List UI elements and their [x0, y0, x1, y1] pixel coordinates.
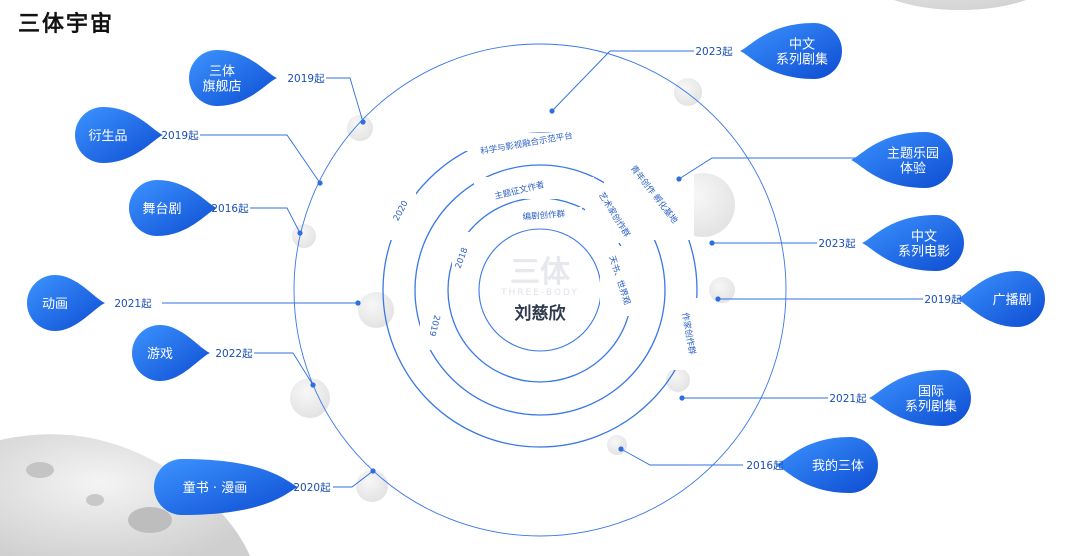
branch-label: 我的三体 — [812, 458, 864, 474]
branch-year: 2019起 — [161, 130, 199, 142]
ring-text-gaps — [386, 133, 702, 370]
center-name: 刘慈欣 — [515, 303, 567, 324]
teardrop-node — [189, 50, 277, 106]
teardrop-node — [740, 23, 842, 79]
branch-year: 2016起 — [211, 203, 249, 215]
page-title: 三体宇宙 — [18, 12, 115, 37]
connector-dot — [310, 382, 316, 388]
connector-dot — [297, 230, 303, 236]
branch-label: 游戏 — [147, 347, 173, 362]
branch-year: 2023起 — [695, 46, 733, 58]
connector-dot — [360, 119, 366, 125]
branch-year: 2021起 — [114, 298, 152, 310]
branch-label: 三体 — [209, 65, 235, 80]
connector-line — [326, 77, 364, 123]
moon-top-right — [893, 0, 1027, 10]
connector-dot — [618, 446, 624, 452]
branch-label: 国际 — [918, 385, 944, 400]
connector-dot — [355, 300, 361, 306]
branch-label: 旗舰店 — [202, 79, 241, 95]
connector-line — [678, 157, 858, 180]
branch-year: 2021起 — [829, 393, 867, 405]
connector-line — [254, 352, 314, 386]
branch-year: 2020起 — [293, 482, 331, 494]
branch-label: 中文 — [911, 230, 937, 245]
ring-label-inner-top: 编剧创作群 — [522, 209, 566, 223]
branch-year: 2023起 — [818, 238, 856, 250]
connector-dot — [549, 108, 555, 114]
branch-childrens-book-comics: 童书 · 漫画 2020起 — [154, 459, 376, 515]
connector-dot — [676, 176, 682, 182]
teardrop-node — [862, 215, 964, 271]
connector-line — [551, 50, 694, 112]
center-node: 三体 THREE-BODY 刘慈欣 — [500, 255, 579, 324]
teardrop-node — [851, 132, 953, 188]
moon-bottom-left — [0, 434, 250, 556]
connector-line — [200, 134, 321, 184]
connector-dot — [709, 240, 715, 246]
branch-game: 游戏 2022起 — [132, 325, 316, 388]
connector-dot — [317, 180, 323, 186]
connector-line — [620, 448, 743, 466]
branch-label: 系列剧集 — [905, 399, 957, 415]
teardrop-node — [27, 275, 105, 331]
teardrop-node — [75, 107, 163, 163]
branch-label: 童书 · 漫画 — [183, 480, 247, 496]
center-watermark-text: THREE-BODY — [500, 288, 579, 298]
branch-radio-drama: 广播剧 2019起 — [715, 271, 1045, 327]
branch-animation: 动画 2021起 — [27, 275, 361, 331]
branch-label: 系列剧集 — [776, 52, 828, 68]
branch-year: 2019起 — [287, 73, 325, 85]
branch-stage-play: 舞台剧 2016起 — [129, 180, 303, 236]
branch-label: 舞台剧 — [142, 202, 181, 217]
connector-dot — [715, 296, 721, 302]
teardrop-node — [957, 271, 1045, 327]
branch-label: 体验 — [900, 161, 926, 177]
teardrop-node — [869, 370, 971, 426]
branch-label: 广播剧 — [992, 293, 1031, 308]
teardrop-node — [154, 459, 298, 515]
teardrop-node — [129, 180, 217, 236]
connector-dot — [370, 468, 376, 474]
teardrop-node — [132, 325, 210, 381]
branch-derivatives: 衍生品 2019起 — [75, 107, 323, 186]
branch-label: 动画 — [42, 297, 68, 312]
teardrop-node — [776, 437, 878, 493]
connector-line — [250, 207, 301, 234]
center-watermark-logo: 三体 — [510, 255, 571, 290]
branch-year: 2016起 — [746, 460, 784, 472]
branch-label: 衍生品 — [88, 129, 127, 144]
connector-line — [333, 470, 374, 488]
branch-year: 2022起 — [215, 348, 253, 360]
connector-dot — [679, 395, 685, 401]
branch-label: 主题乐园 — [887, 147, 939, 162]
branch-label: 中文 — [789, 38, 815, 53]
branch-label: 系列电影 — [898, 245, 950, 260]
branch-year: 2019起 — [924, 294, 962, 306]
branch-my-three-body: 我的三体 2016起 — [618, 437, 878, 493]
